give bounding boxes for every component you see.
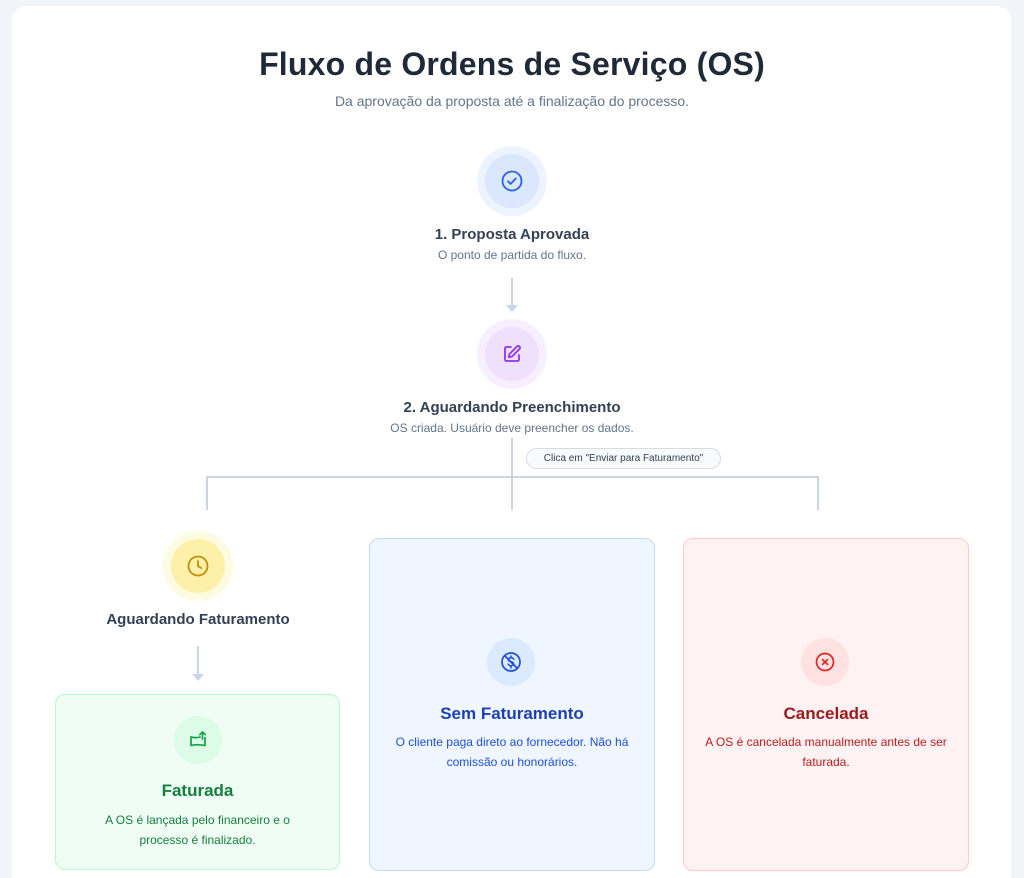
sem-faturamento-icon-circle [487, 638, 535, 686]
cancelada-description: A OS é cancelada manualmente antes de se… [705, 735, 947, 769]
sem-faturamento-description: O cliente paga direto ao fornecedor. Não… [395, 735, 629, 769]
branch-left-line [206, 476, 208, 510]
page-subtitle: Da aprovação da proposta até a finalizaç… [334, 93, 690, 109]
arrow-head [506, 305, 518, 312]
clock-icon [187, 555, 209, 577]
waiting-title: Aguardando Faturamento [106, 611, 290, 628]
edit-icon [504, 345, 521, 362]
branch-horizontal-line [206, 476, 819, 478]
check-circle-icon [501, 170, 523, 192]
outcome-sem-faturamento-card [369, 538, 655, 871]
branch-trunk-line [511, 438, 513, 510]
sem-faturamento-title: Sem Faturamento [440, 704, 584, 723]
step-1-title: 1. Proposta Aprovada [434, 226, 590, 243]
step-1-node [477, 146, 547, 216]
step-2-node [477, 319, 547, 389]
money-transfer-icon [190, 731, 207, 747]
waiting-node [163, 531, 233, 601]
step-2-title: 2. Aguardando Preenchimento [403, 399, 621, 416]
arrow-head [192, 674, 204, 681]
cancelada-icon-circle [801, 638, 849, 686]
cancelada-title: Cancelada [783, 704, 869, 723]
branch-label-pill: Clica em "Enviar para Faturamento" [526, 448, 721, 469]
no-dollar-icon [501, 652, 521, 672]
outcome-cancelada-card [683, 538, 969, 871]
faturada-icon-circle [174, 716, 222, 764]
faturada-description: A OS é lançada pelo financeiro e o proce… [105, 813, 290, 847]
x-circle-icon [815, 652, 835, 672]
faturada-title: Faturada [161, 781, 234, 800]
step-2-description: OS criada. Usuário deve preencher os dad… [390, 421, 634, 435]
arrow-step1-step2 [511, 278, 513, 305]
step-1-description: O ponto de partida do fluxo. [437, 248, 587, 262]
page-title: Fluxo de Ordens de Serviço (OS) [259, 46, 765, 82]
branch-right-line [817, 476, 819, 510]
arrow-waiting-faturada [197, 646, 199, 674]
